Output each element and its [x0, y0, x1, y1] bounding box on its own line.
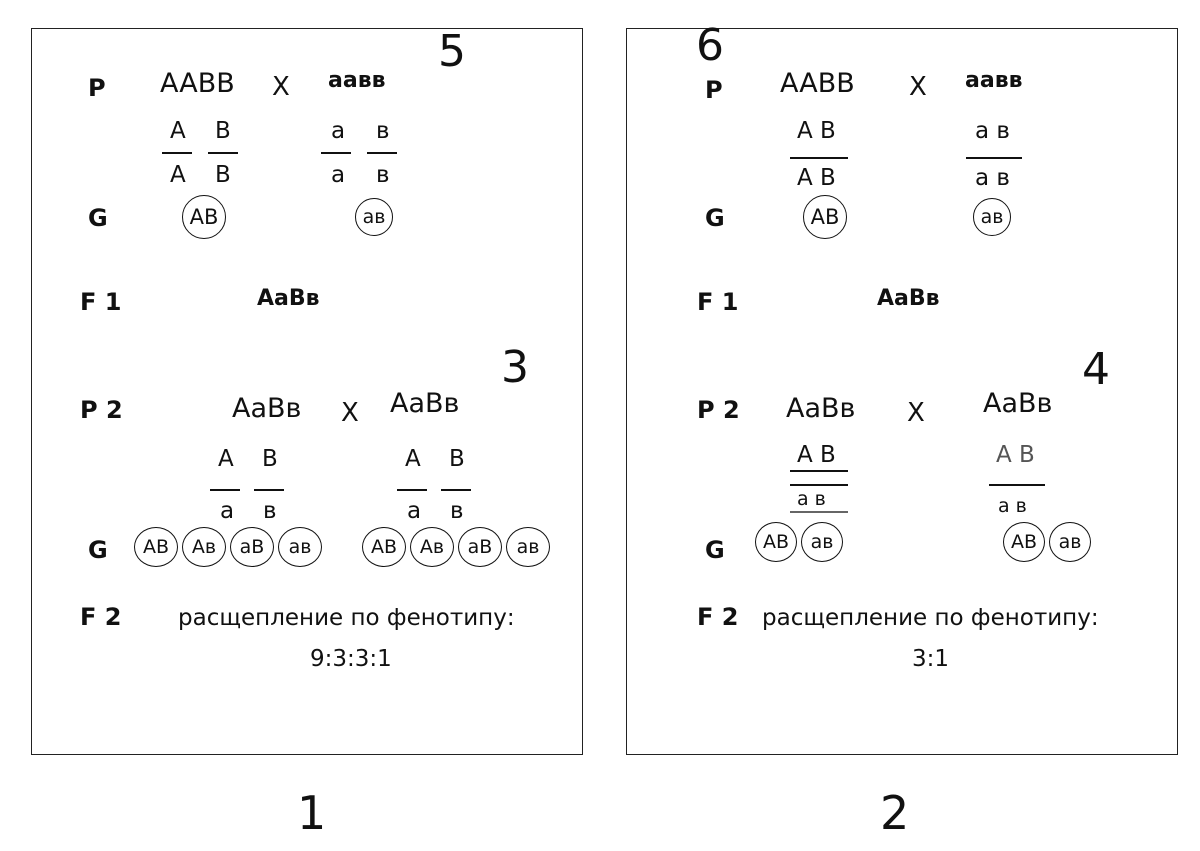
- parent-2-genotype: aaвв: [965, 68, 1023, 93]
- chromosome-bar: [989, 484, 1045, 486]
- label-g: G: [705, 536, 725, 564]
- allele: A B: [797, 165, 836, 191]
- f2-ratio: 9:3:3:1: [310, 646, 392, 672]
- label-f1: F 1: [697, 288, 739, 316]
- chromosome-bar: [790, 511, 848, 513]
- allele: a в: [998, 495, 1027, 517]
- gamete: aB: [458, 527, 502, 567]
- gamete: AB: [134, 527, 178, 567]
- f2-ratio: 3:1: [912, 646, 950, 672]
- cross-symbol: X: [909, 72, 927, 102]
- label-p: P: [88, 74, 106, 102]
- chromosome-bar: [790, 470, 848, 472]
- allele: A B: [996, 442, 1035, 468]
- chromosome-bar: [397, 489, 427, 491]
- chromosome-bar: [790, 484, 848, 486]
- gamete: aв: [973, 198, 1011, 236]
- callout-number: 3: [501, 342, 529, 393]
- cross-symbol: X: [272, 72, 290, 102]
- chromosome-bar: [966, 157, 1022, 159]
- allele: A: [405, 446, 421, 472]
- label-p: P: [705, 76, 723, 104]
- gamete: AB: [803, 195, 847, 239]
- gamete: aв: [1049, 522, 1091, 562]
- parent-1-genotype: AABB: [160, 68, 235, 99]
- chromosome-bar: [162, 152, 192, 154]
- chromosome-bar: [210, 489, 240, 491]
- f1-genotype: AaBв: [877, 286, 940, 311]
- gamete: aв: [355, 198, 393, 236]
- f1-genotype: AaBв: [257, 286, 320, 311]
- allele: a в: [975, 118, 1010, 144]
- figure-number: 1: [297, 786, 327, 840]
- cross-symbol: X: [341, 398, 359, 428]
- allele: a: [407, 498, 422, 524]
- label-f2: F 2: [80, 603, 122, 631]
- allele: B: [449, 446, 465, 472]
- gamete: aв: [278, 527, 322, 567]
- p2-parent-2-genotype: AaBв: [390, 388, 460, 419]
- p2-parent-1-genotype: AaBв: [786, 393, 856, 424]
- label-p2: P 2: [697, 396, 740, 424]
- allele: a: [331, 118, 346, 144]
- allele: B: [215, 118, 231, 144]
- allele: в: [376, 118, 390, 144]
- gamete: AB: [755, 522, 797, 562]
- allele: a в: [797, 488, 826, 510]
- f2-description: расщепление по фенотипу:: [762, 605, 1099, 631]
- label-f2: F 2: [697, 603, 739, 631]
- allele: a в: [975, 165, 1010, 191]
- p2-parent-1-genotype: AaBв: [232, 393, 302, 424]
- gamete: AB: [182, 195, 226, 239]
- figure-number: 2: [880, 786, 910, 840]
- f2-description: расщепление по фенотипу:: [178, 605, 515, 631]
- allele: B: [215, 162, 231, 188]
- callout-number: 5: [438, 26, 466, 77]
- p2-parent-2-genotype: AaBв: [983, 388, 1053, 419]
- allele: a: [331, 162, 346, 188]
- gamete: aB: [230, 527, 274, 567]
- panel-2: [626, 28, 1178, 755]
- allele: A B: [797, 442, 836, 468]
- allele: в: [376, 162, 390, 188]
- callout-number: 4: [1082, 344, 1110, 395]
- label-f1: F 1: [80, 288, 122, 316]
- label-g: G: [705, 204, 725, 232]
- parent-1-genotype: AABB: [780, 68, 855, 99]
- gamete: Aв: [410, 527, 454, 567]
- allele: A B: [797, 118, 836, 144]
- callout-number: 6: [696, 20, 724, 71]
- allele: A: [170, 118, 186, 144]
- allele: A: [218, 446, 234, 472]
- allele: в: [263, 498, 277, 524]
- gamete: aв: [506, 527, 550, 567]
- parent-2-genotype: aaвв: [328, 68, 386, 93]
- gamete: Aв: [182, 527, 226, 567]
- gamete: AB: [1003, 522, 1045, 562]
- allele: A: [170, 162, 186, 188]
- gamete: aв: [801, 522, 843, 562]
- label-g: G: [88, 204, 108, 232]
- chromosome-bar: [790, 157, 848, 159]
- chromosome-bar: [441, 489, 471, 491]
- chromosome-bar: [254, 489, 284, 491]
- chromosome-bar: [367, 152, 397, 154]
- allele: a: [220, 498, 235, 524]
- label-g: G: [88, 536, 108, 564]
- allele: в: [450, 498, 464, 524]
- chromosome-bar: [208, 152, 238, 154]
- gamete: AB: [362, 527, 406, 567]
- cross-symbol: X: [907, 398, 925, 428]
- chromosome-bar: [321, 152, 351, 154]
- label-p2: P 2: [80, 396, 123, 424]
- panel-1: [31, 28, 583, 755]
- allele: B: [262, 446, 278, 472]
